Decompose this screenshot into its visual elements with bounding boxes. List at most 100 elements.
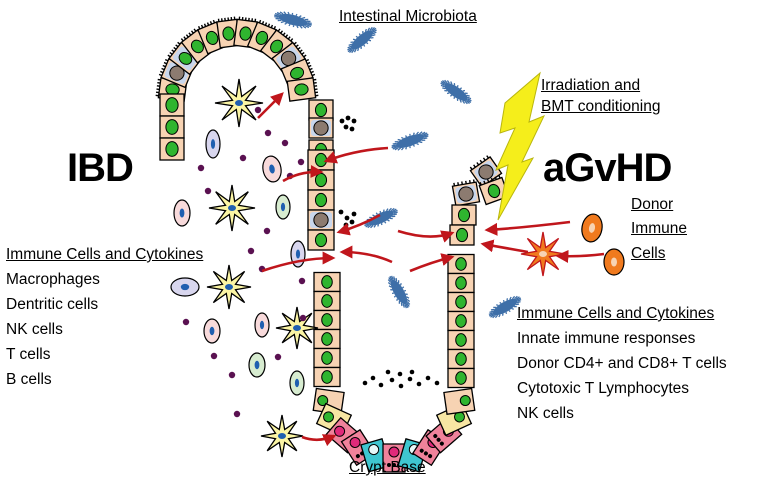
epithelial-cell (469, 155, 503, 188)
epithelial-cell (313, 328, 341, 350)
cytokine-dot (281, 139, 289, 147)
nucleus (270, 39, 284, 54)
nucleus (458, 186, 474, 202)
nucleus (457, 207, 471, 223)
cytokine-dot (264, 129, 272, 137)
nucleus (478, 164, 494, 180)
cytokine-dot (254, 106, 262, 114)
microvilli (479, 175, 501, 186)
red-arrow (336, 213, 381, 236)
crypt-base-label: Crypt Base (349, 459, 426, 476)
microvilli (238, 16, 257, 22)
immune-cell-icon (603, 248, 625, 276)
irradiation-lightning-icon (495, 71, 546, 221)
bacterium-icon (488, 295, 522, 319)
microvilli (258, 19, 277, 30)
microvilli (167, 41, 181, 58)
nucleus (455, 257, 467, 271)
granule (397, 371, 403, 377)
nucleus (459, 395, 471, 407)
dendritic-cell-icon (206, 264, 252, 310)
red-arrow (555, 249, 605, 263)
nucleus (314, 102, 328, 118)
cytokine-dot (228, 371, 236, 379)
nucleus (205, 30, 219, 45)
right-panel-item: Cytotoxic T Lymphocytes (517, 380, 690, 397)
nucleus (455, 276, 467, 290)
microvilli (313, 78, 319, 97)
nucleus (388, 446, 400, 458)
cytokine-dot (298, 277, 306, 285)
granule (339, 118, 345, 124)
cytokine-dot (233, 410, 241, 418)
bacterium-icon (347, 26, 377, 54)
nucleus (455, 295, 467, 309)
cytokine-dot (299, 314, 307, 322)
nucleus (222, 26, 235, 41)
epithelial-cell (167, 41, 203, 76)
nucleus (165, 141, 179, 157)
epithelial-cell (447, 272, 475, 294)
cytokine-dot (247, 247, 255, 255)
dendritic-cell-icon (208, 184, 256, 232)
red-arrow (257, 92, 284, 119)
granule (344, 215, 350, 221)
granule (385, 369, 391, 375)
irradiation-label-line2: BMT conditioning (541, 98, 661, 115)
villus-epithelium-arch (155, 16, 334, 161)
epithelial-cell (307, 189, 335, 211)
granule (355, 454, 360, 459)
granule (409, 369, 415, 375)
nucleus (314, 232, 328, 248)
red-arrow (484, 220, 571, 236)
granule (387, 463, 391, 467)
agvhd-title: aGvHD (543, 146, 672, 190)
granule (349, 219, 355, 225)
microvilli (217, 16, 236, 22)
left-panel-heading: Immune Cells and Cytokines (6, 246, 204, 263)
right-immune-panel: Immune Cells and Cytokines Innate immune… (517, 301, 727, 426)
left-panel-item: Macrophages (6, 271, 100, 288)
epithelial-cell (449, 224, 475, 246)
bacterium-icon (273, 11, 313, 29)
granule (345, 115, 351, 121)
cytokine-dot (263, 227, 271, 235)
nucleus (314, 192, 328, 208)
dendritic-cell-icon (214, 78, 264, 128)
crypt-epithelium (307, 115, 476, 473)
gvhd-epithelium-strip (449, 155, 510, 246)
granule (425, 375, 431, 381)
nucleus (239, 26, 252, 41)
left-panel-item: NK cells (6, 321, 63, 338)
granule (351, 211, 357, 217)
granule (398, 383, 404, 389)
nucleus (313, 212, 329, 228)
epithelial-cell (286, 77, 319, 102)
epithelial-cell (451, 204, 477, 226)
granule (434, 380, 440, 386)
nucleus (455, 371, 467, 385)
microvilli (469, 155, 490, 170)
bacterium-icon (440, 79, 472, 105)
epithelial-cell (313, 290, 341, 312)
granule (351, 118, 357, 124)
microvilli (453, 179, 475, 187)
cytokine-dot (239, 154, 247, 162)
left-immune-panel: Immune Cells and Cytokines Macrophages D… (6, 242, 203, 392)
nucleus (255, 30, 269, 45)
epithelial-cell (271, 41, 307, 76)
microvilli (305, 58, 316, 77)
right-panel-item: Innate immune responses (517, 330, 696, 347)
granule (349, 126, 355, 132)
epithelial-cell (159, 115, 185, 139)
granule (439, 441, 444, 446)
nucleus (321, 370, 333, 384)
nucleus (294, 83, 309, 96)
nucleus (290, 66, 305, 80)
red-arrow (261, 251, 336, 273)
epithelial-cell (307, 209, 335, 231)
red-arrow (339, 245, 393, 264)
epithelial-cell (313, 271, 341, 293)
epithelial-cell (447, 329, 475, 351)
left-panel-item: T cells (6, 346, 51, 363)
